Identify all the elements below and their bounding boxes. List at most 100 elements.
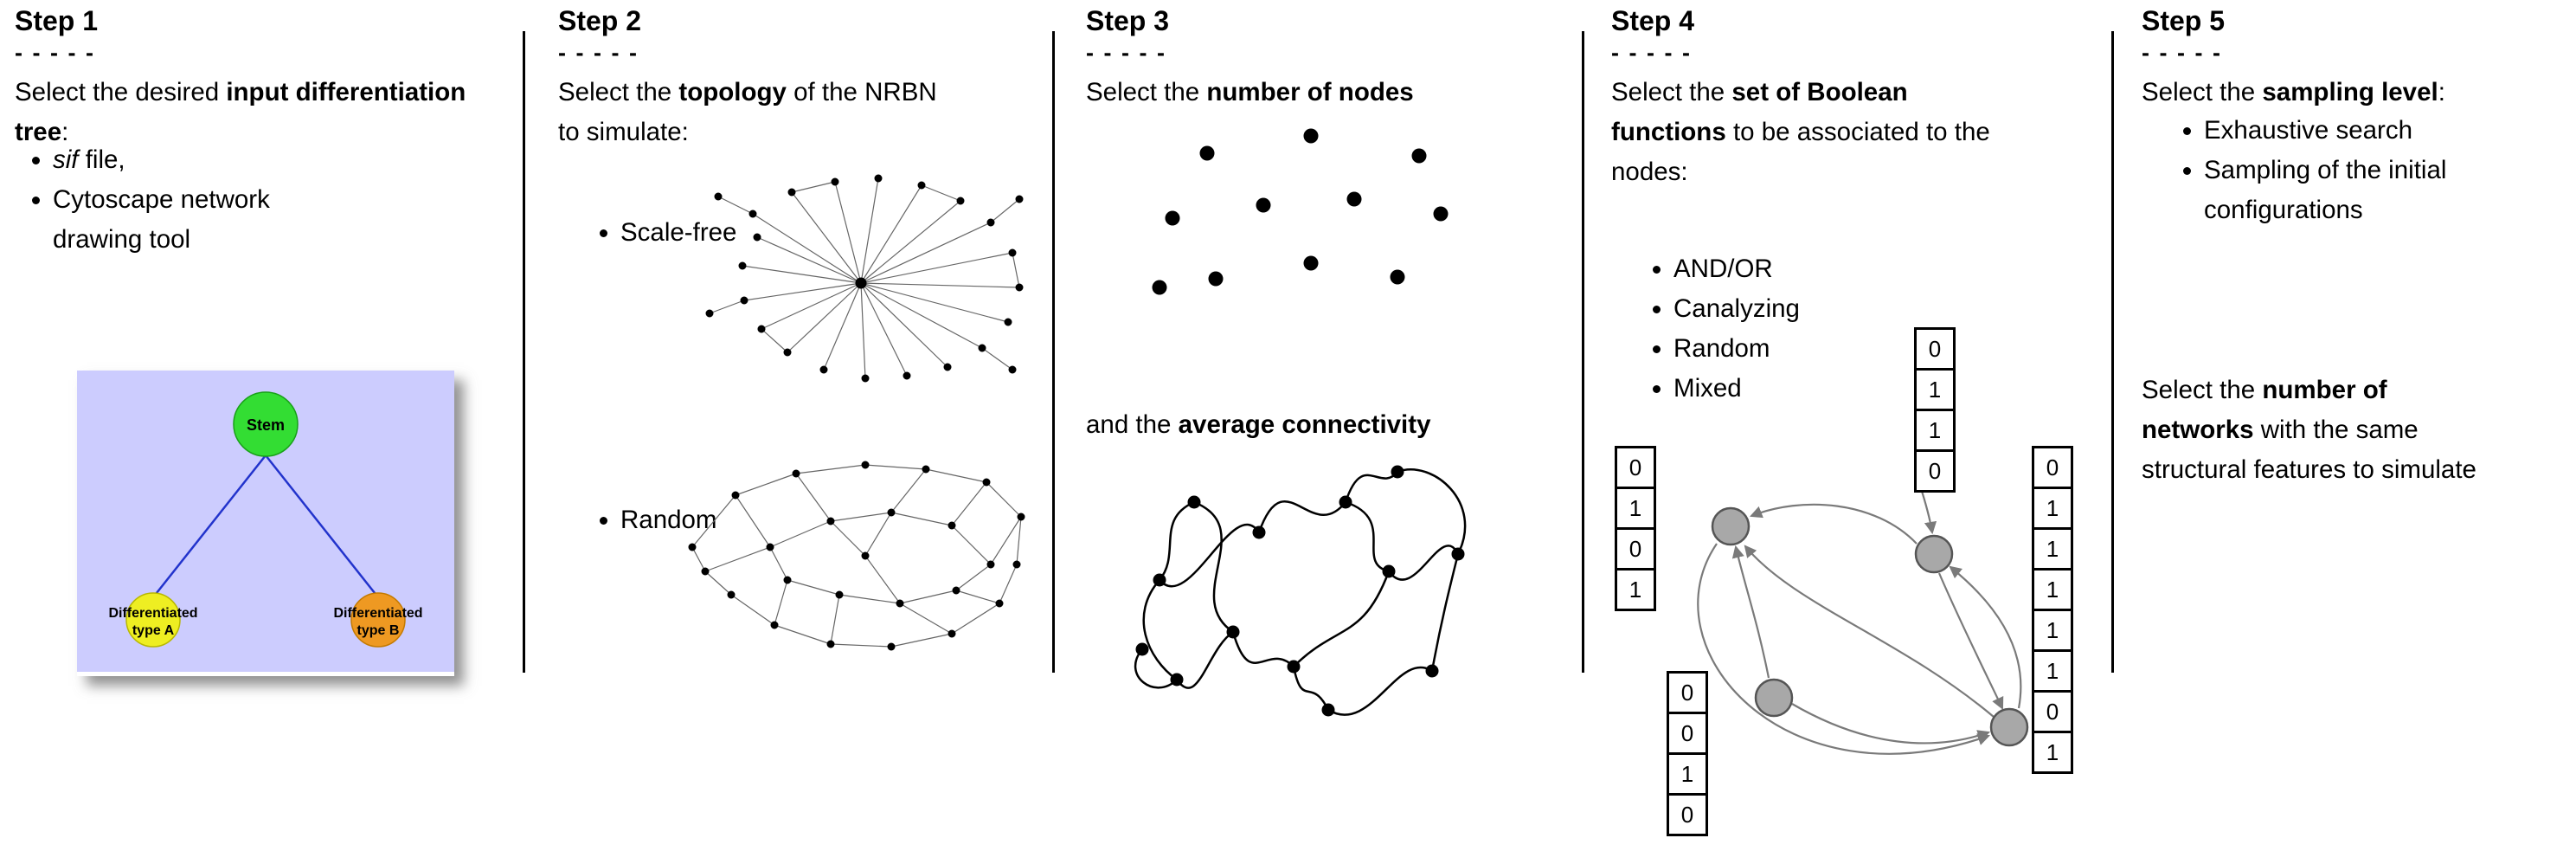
bullet-item: Canalyzing	[1673, 289, 2020, 329]
truth-table-cell: 0	[1667, 793, 1708, 836]
truth-table-left: 0 1 0 1	[1615, 446, 1656, 611]
boolean-network-graph	[1697, 485, 2029, 755]
truth-table-cell: 1	[2032, 731, 2073, 774]
random-nodes	[688, 461, 1025, 651]
step-4-bullet-list: AND/OR Canalyzing Random Mixed	[1635, 249, 2020, 409]
step-1-intro-lead: Select the desired	[15, 78, 227, 106]
sif-italic: sif	[53, 145, 79, 174]
truth-table-top: 0 1 1 0	[1914, 327, 1956, 493]
step-2-intro: Select the topology of the NRBN to simul…	[558, 73, 939, 152]
type-a-label-1: Differentiated	[108, 606, 197, 621]
step-1-column: Step 1 - - - - - Select the desired inpu…	[15, 0, 512, 851]
random-network-illustration	[688, 461, 1025, 651]
step-2-title: Step 2	[558, 5, 642, 36]
step-3-dashes: - - - - -	[1086, 40, 1166, 66]
step-1-intro-tail: :	[61, 118, 69, 146]
step-3-column: Step 3 - - - - - Select the number of no…	[1086, 0, 1575, 851]
step-5-intro-bold: sampling level	[2262, 78, 2438, 106]
gene-node	[1989, 707, 2029, 747]
scattered-nodes-illustration	[1152, 128, 1449, 295]
step-1-bullet-list: sif file, Cytoscape network drawing tool	[15, 140, 338, 260]
step-3-intro-1-lead: Select the	[1086, 78, 1207, 106]
stem-label: Stem	[247, 416, 285, 434]
random-edges	[691, 464, 1022, 648]
truth-table-bottom-left: 0 0 1 0	[1667, 671, 1708, 836]
step-1-intro: Select the desired input differentiation…	[15, 73, 473, 152]
bullet-item: Random	[1673, 329, 2020, 369]
differentiation-tree-svg: Stem Differentiated type A Differentiate…	[77, 371, 454, 672]
truth-table-cell: 0	[1615, 446, 1656, 489]
step-5-second-bold-1: number of	[2262, 376, 2387, 404]
differentiation-tree-figure: Stem Differentiated type A Differentiate…	[77, 371, 454, 676]
connectivity-nodes	[1135, 465, 1465, 717]
step-5-second-line-3: structural features to simulate	[2142, 455, 2476, 484]
step-4-intro-tail: to be associated to the nodes:	[1611, 118, 1990, 186]
scattered-dots	[1152, 128, 1449, 295]
step-5-second-paragraph: Select the number of networks with the sa…	[2142, 371, 2574, 490]
scale-free-edges	[709, 177, 1020, 379]
truth-table-cell: 1	[2032, 568, 2073, 611]
truth-table-cell: 0	[2032, 690, 2073, 733]
truth-table-cell: 0	[2032, 446, 2073, 489]
truth-table-cell: 1	[2032, 527, 2073, 571]
truth-table-cell: 1	[2032, 487, 2073, 530]
type-b-label-1: Differentiated	[333, 606, 422, 621]
column-divider-4	[2111, 31, 2114, 673]
step-2-intro-tail: of the NRBN to simulate:	[558, 78, 937, 146]
bullet-item: Sampling of the initial configurations	[2204, 151, 2550, 230]
step-5-second-rest: with the same	[2253, 416, 2419, 444]
step-2-dashes: - - - - -	[558, 40, 639, 66]
truth-table-cell: 1	[2032, 649, 2073, 693]
truth-table-cell: 1	[1667, 752, 1708, 796]
step-3-title: Step 3	[1086, 5, 1170, 36]
type-a-node	[125, 592, 181, 648]
truth-table-cell: 0	[1914, 327, 1956, 371]
step-3-intro-2-lead: and the	[1086, 410, 1179, 439]
truth-table-cell: 1	[2032, 609, 2073, 652]
step-5-intro-lead: Select the	[2142, 78, 2263, 106]
stem-node	[233, 391, 299, 457]
tree-edge-right	[265, 455, 379, 598]
truth-table-cell: 1	[1914, 409, 1956, 452]
cytoscape-bullet: Cytoscape network drawing tool	[53, 185, 270, 254]
scale-free-nodes	[705, 174, 1024, 383]
bullet-item: sif file,	[53, 140, 338, 180]
step-2-intro-bold: topology	[678, 78, 787, 106]
bullet-item: Cytoscape network drawing tool	[53, 180, 338, 260]
truth-table-cell: 0	[1615, 527, 1656, 571]
step-2-column: Step 2 - - - - - Select the topology of …	[558, 0, 1038, 851]
truth-table-cell: 0	[1667, 671, 1708, 714]
type-b-label-2: type B	[357, 623, 400, 638]
type-a-label-2: type A	[132, 623, 175, 638]
bullet-item: Exhaustive search	[2204, 111, 2550, 151]
column-divider-1	[523, 31, 525, 673]
step-3-intro-2-bold: average connectivity	[1178, 410, 1431, 439]
bullet-item: Mixed	[1673, 369, 2020, 409]
gene-node	[1914, 534, 1954, 574]
column-divider-3	[1582, 31, 1584, 673]
step-4-column: Step 4 - - - - - Select the set of Boole…	[1611, 0, 2111, 851]
truth-table-right: 0 1 1 1 1 1 0 1	[2032, 446, 2073, 774]
sif-rest: file,	[78, 145, 125, 174]
step-4-intro-lead: Select the	[1611, 78, 1732, 106]
tree-edge-left	[152, 455, 267, 598]
bullet-item: AND/OR	[1673, 249, 2020, 289]
step-2-intro-lead: Select the	[558, 78, 679, 106]
truth-table-cell: 0	[1667, 712, 1708, 755]
bullet-item: Scale-free	[620, 213, 880, 253]
truth-table-cell: 1	[1615, 568, 1656, 611]
regulation-arrows	[1697, 485, 2022, 755]
step-1-intro-bold: input differentiation tree	[15, 78, 466, 146]
step-5-intro-tail: :	[2438, 78, 2445, 106]
scale-free-network-illustration	[705, 174, 1024, 383]
gene-node	[1754, 678, 1794, 718]
connectivity-edges	[1134, 468, 1467, 716]
step-4-intro-bold: set of Boolean functions	[1611, 78, 1908, 146]
gene-node	[1711, 506, 1751, 546]
step-5-second-lead: Select the	[2142, 376, 2263, 404]
connectivity-network-illustration	[1134, 465, 1467, 717]
gene-nodes	[1711, 506, 2029, 747]
step-4-intro: Select the set of Boolean functions to b…	[1611, 73, 2005, 192]
step-5-second-bold-2: networks	[2142, 416, 2254, 444]
